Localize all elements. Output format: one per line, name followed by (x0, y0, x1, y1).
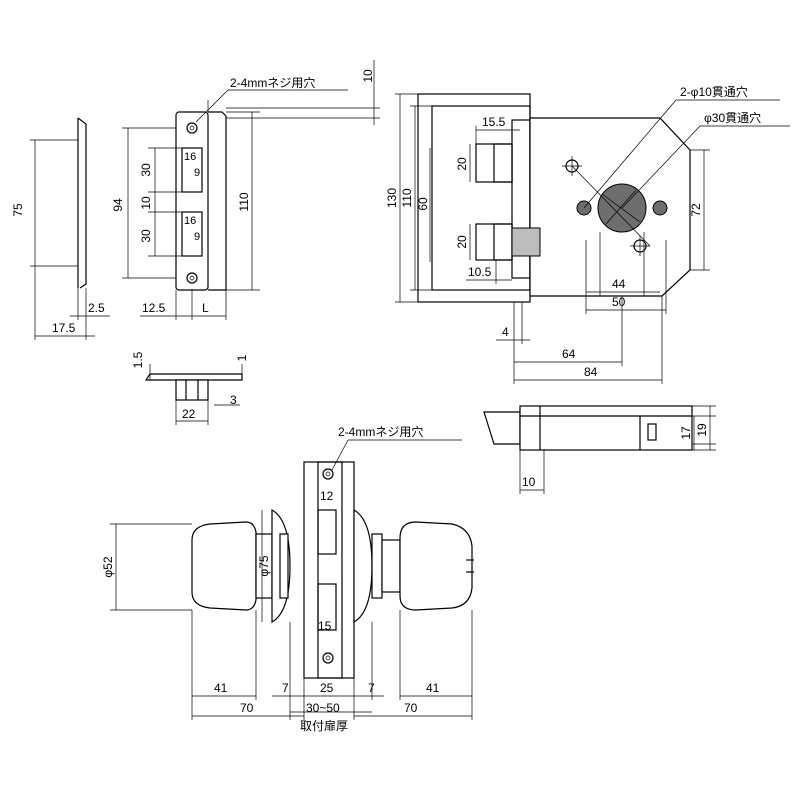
dim-60: 60 (416, 197, 430, 211)
dim-10-b: 10 (522, 475, 536, 489)
screw-hole-label-top: 2-4mmネジ用穴 (230, 75, 315, 90)
strike-front-view: 2-4mmネジ用穴 10 94 30 10 30 16 9 16 9 110 1… (111, 60, 380, 320)
dim-2-5: 2.5 (88, 301, 105, 315)
dim-phi-75: φ75 (257, 555, 271, 576)
dim-10-5: 10.5 (468, 265, 492, 279)
dim-1-5: 1.5 (131, 351, 145, 368)
dim-72: 72 (689, 203, 703, 217)
dim-12-5: 12.5 (142, 301, 166, 315)
door-thickness-label: 取付扉厚 (300, 719, 348, 733)
screw-hole-label-bottom: 2-4mmネジ用穴 (338, 424, 423, 439)
dim-41-b: 41 (426, 681, 440, 695)
dim-130: 130 (385, 188, 399, 208)
dim-22: 22 (182, 407, 196, 421)
dim-110-b: 110 (400, 188, 414, 207)
dim-15: 15 (318, 619, 332, 633)
dim-10: 10 (139, 196, 153, 210)
dim-15-5: 15.5 (482, 115, 506, 129)
dim-17-5: 17.5 (52, 321, 76, 335)
dim-75: 75 (11, 203, 25, 217)
knob-assembly-view: 2-4mmネジ用穴 12 15 φ52 φ75 41 7 25 7 41 70 … (101, 424, 474, 733)
dim-3: 3 (230, 393, 237, 407)
dim-9-b: 9 (194, 231, 200, 243)
door-range: 30~50 (306, 701, 340, 715)
dim-19: 19 (695, 423, 709, 437)
dim-17: 17 (679, 426, 693, 440)
dim-84: 84 (584, 365, 598, 379)
dim-16-a: 16 (184, 151, 196, 163)
dim-7-b: 7 (368, 681, 375, 695)
dim-20-b: 20 (455, 235, 469, 249)
latch-bolt-view: 17 19 10 (483, 405, 716, 494)
dim-25: 25 (320, 681, 334, 695)
dim-9-a: 9 (194, 167, 200, 179)
dim-64: 64 (562, 347, 576, 361)
through-hole-10-label: 2-φ10貫通穴 (680, 84, 748, 99)
dim-20-a: 20 (455, 157, 469, 171)
through-hole-30-label: φ30貫通穴 (704, 110, 761, 125)
dim-70-a: 70 (240, 701, 254, 715)
dim-94: 94 (111, 198, 125, 212)
dim-110: 110 (237, 192, 251, 211)
dim-16-b: 16 (184, 215, 196, 227)
dim-1: 1 (235, 354, 249, 361)
dim-70-b: 70 (404, 701, 418, 715)
dim-7-a: 7 (282, 681, 289, 695)
dim-30-b: 30 (139, 229, 153, 243)
strike-side-view: 75 2.5 17.5 (11, 117, 110, 340)
dim-4: 4 (502, 325, 509, 339)
dim-10-top: 10 (361, 69, 375, 83)
strike-bottom-view: 1.5 1 22 3 (131, 351, 249, 425)
dim-30-a: 30 (139, 163, 153, 177)
dim-50: 50 (612, 295, 626, 309)
dim-phi-52: φ52 (101, 556, 115, 577)
lock-case-side-view: 2-φ10貫通穴 φ30貫通穴 130 110 60 15.5 20 20 10… (385, 84, 790, 384)
dim-L: L (202, 301, 209, 315)
dim-12: 12 (320, 489, 334, 503)
dim-44: 44 (612, 277, 626, 291)
dim-41-a: 41 (214, 681, 228, 695)
